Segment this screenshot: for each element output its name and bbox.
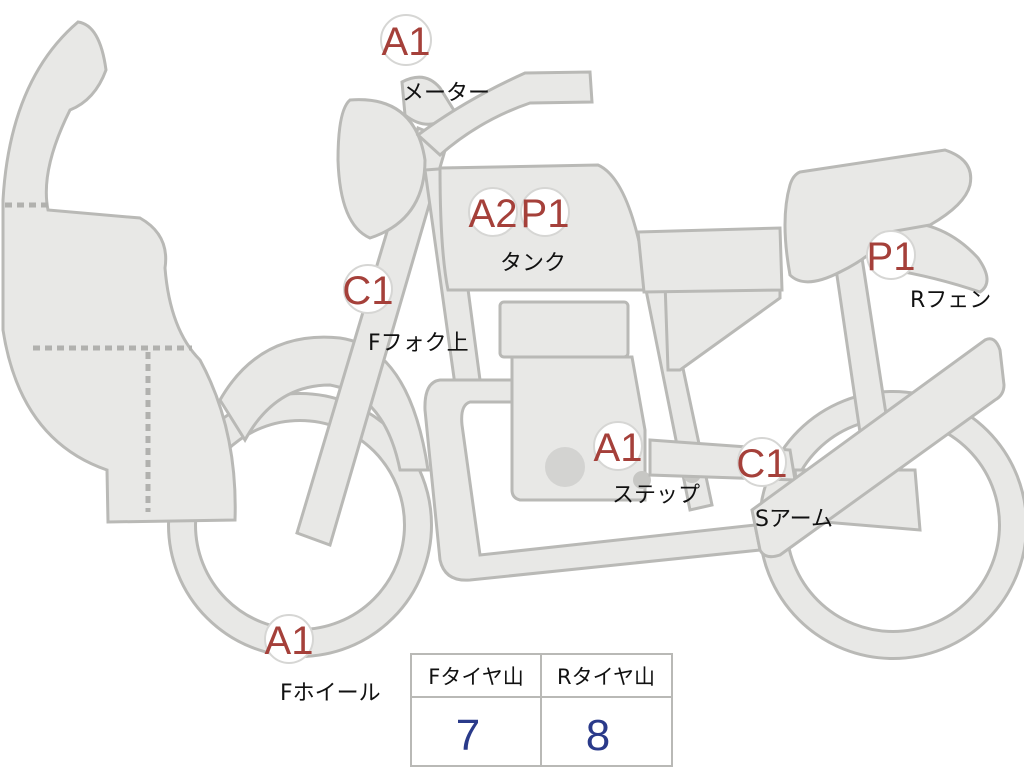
marker-fork-label: Fフォク上 — [368, 331, 469, 356]
svg-text:A1: A1 — [594, 426, 643, 470]
tread-table: Fタイヤ山 Rタイヤ山 7 8 — [410, 653, 673, 767]
rear-tread-header: Rタイヤ山 — [557, 665, 655, 689]
svg-text:A1: A1 — [265, 619, 314, 663]
front-tread-value: 7 — [456, 711, 480, 760]
marker-swingarm-label: Sアーム — [755, 507, 833, 532]
muffler — [750, 337, 1006, 559]
marker-tank-badge-p1: P1 — [520, 187, 570, 237]
svg-text:A2: A2 — [469, 192, 518, 236]
marker-swingarm-badge: C1 — [736, 437, 788, 487]
marker-front-wheel-label: Fホイール — [280, 681, 381, 706]
marker-meter-badge: A1 — [380, 14, 432, 66]
svg-text:P1: P1 — [521, 192, 570, 236]
front-tread-header: Fタイヤ山 — [428, 665, 523, 689]
marker-step-label: ステップ — [612, 483, 700, 508]
svg-text:P1: P1 — [867, 235, 916, 279]
seat — [783, 148, 973, 284]
marker-step-badge: A1 — [593, 421, 643, 471]
marker-meter-label: メーター — [402, 81, 490, 106]
seat-connector — [636, 226, 784, 294]
headlight — [336, 98, 427, 240]
marker-rear-fender-label: Rフェン — [910, 288, 991, 313]
fairing — [1, 20, 237, 524]
marker-front-wheel-badge: A1 — [264, 614, 314, 664]
svg-text:C1: C1 — [736, 442, 787, 486]
handlebar — [415, 70, 594, 158]
svg-text:C1: C1 — [342, 269, 393, 313]
marker-tank-badge-a2: A2 — [468, 187, 518, 237]
marker-rear-fender-badge: P1 — [866, 230, 916, 280]
marker-fork-badge: C1 — [342, 264, 394, 314]
side-cover — [663, 280, 782, 372]
marker-tank-label: タンク — [500, 251, 566, 276]
rear-tread-value: 8 — [586, 711, 610, 760]
svg-text:A1: A1 — [382, 20, 431, 64]
exhaust-pipe — [423, 378, 762, 582]
